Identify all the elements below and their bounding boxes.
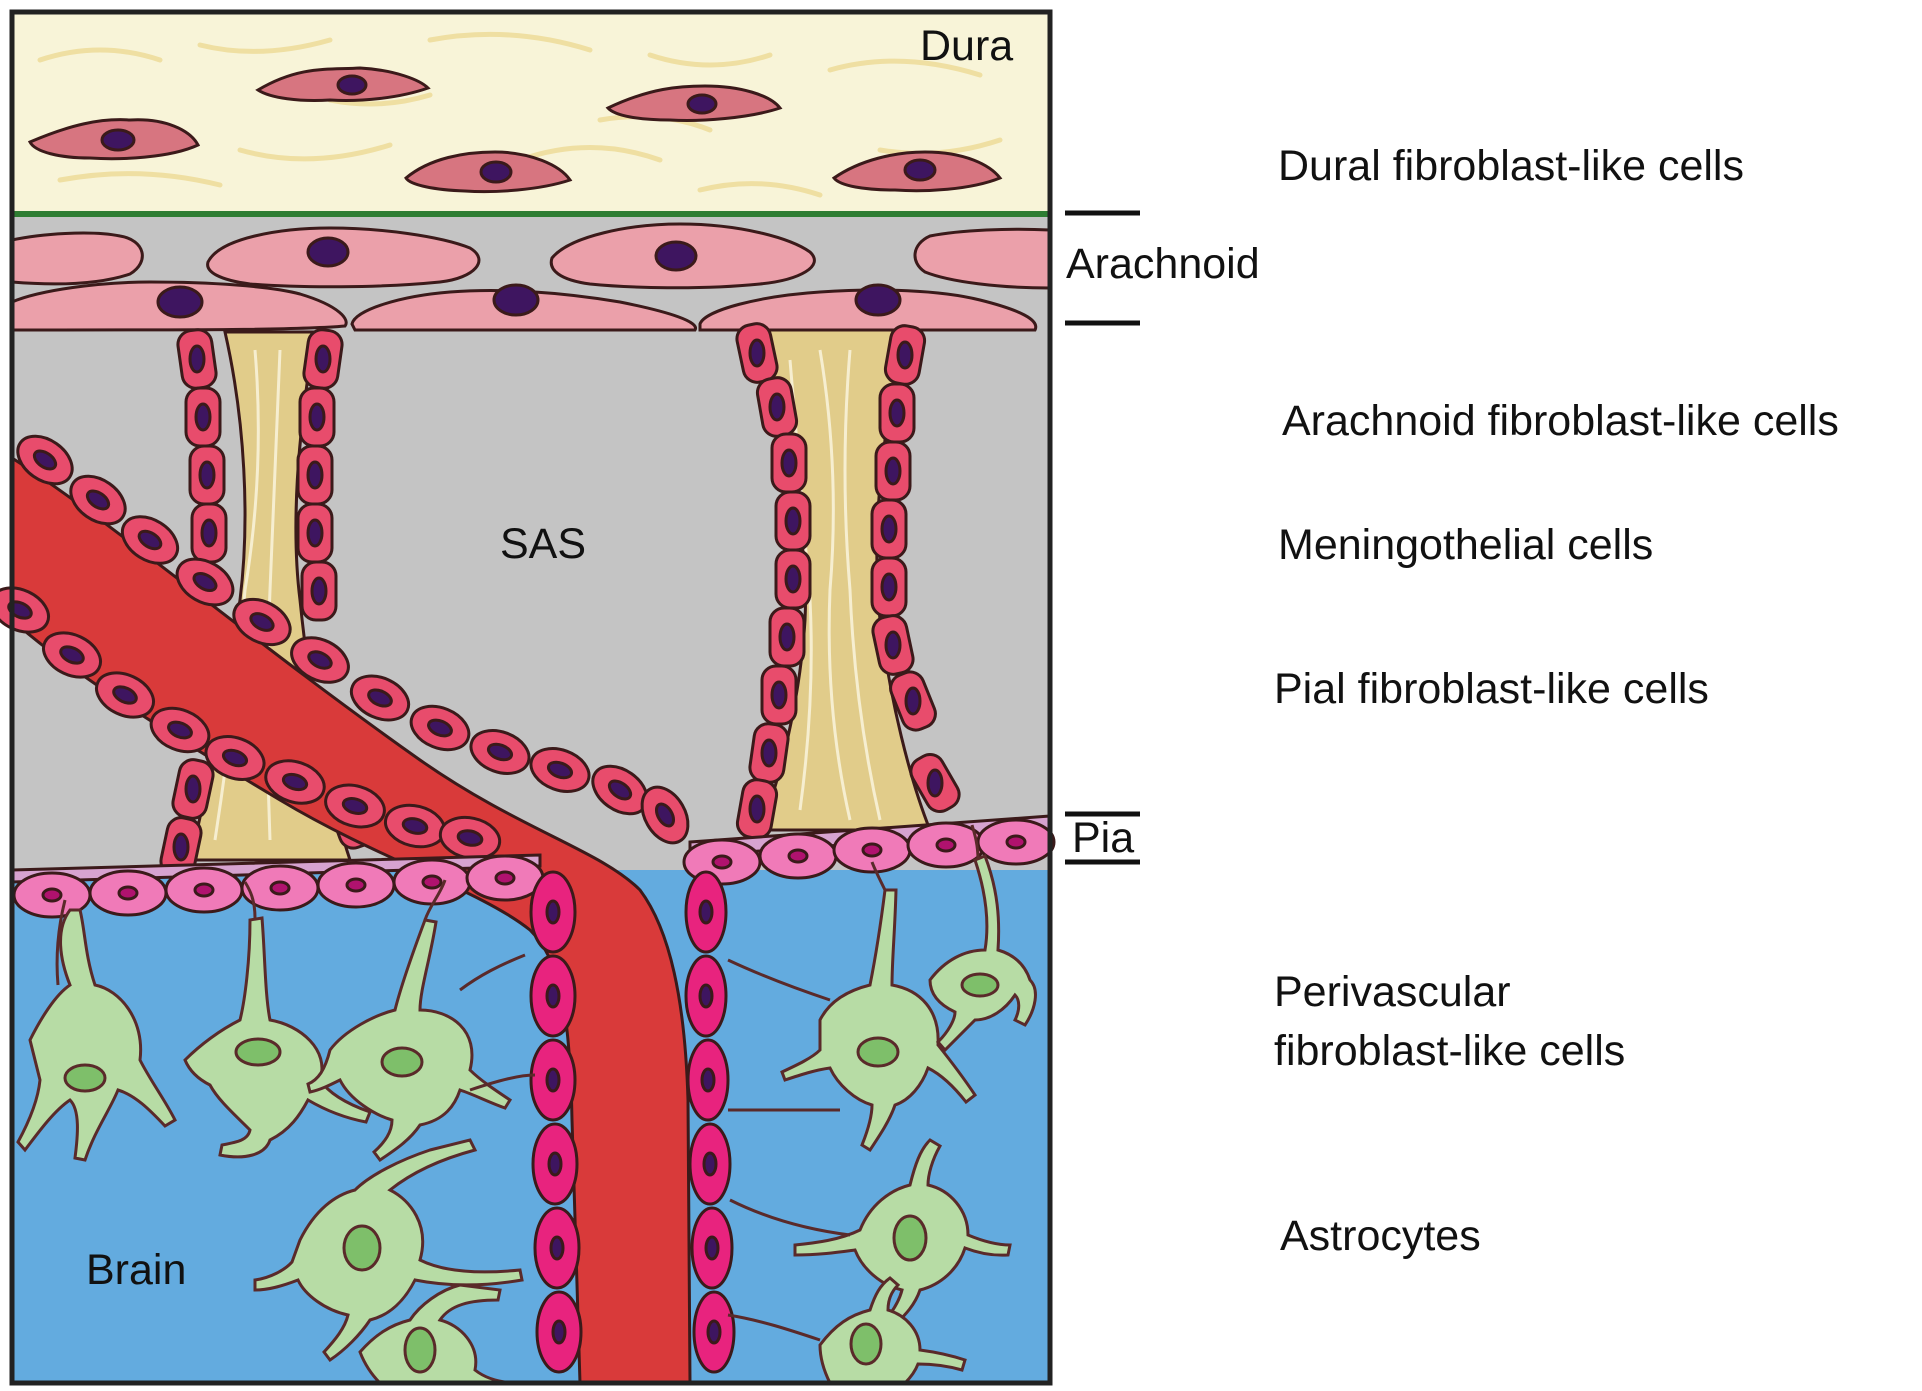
- dura-fibers: [37, 31, 1003, 198]
- dural-fibroblast-cells: [27, 66, 1003, 194]
- layer-markers: [1065, 210, 1140, 865]
- astrocyte: [928, 854, 1037, 1053]
- perivascular-column-left: [529, 870, 583, 1374]
- dural-fibroblast-cell: [831, 150, 1003, 193]
- legend-perivascular-line1: Perivascular: [1274, 968, 1511, 1016]
- label-sas: SAS: [500, 520, 587, 568]
- dural-fibroblast-cell: [255, 66, 431, 102]
- label-brain: Brain: [86, 1246, 187, 1294]
- meningothelial-cells: [159, 322, 961, 878]
- astrocyte: [183, 916, 372, 1159]
- astrocyte: [818, 1276, 967, 1385]
- arachnoid-cell: [913, 227, 1052, 290]
- dural-fibroblast-cell: [404, 150, 573, 194]
- label-pia: Pia: [1072, 814, 1135, 862]
- astrocyte: [253, 1138, 524, 1363]
- arachnoid-cell: [10, 231, 144, 286]
- vessel-meningothelial-cells: [0, 434, 690, 861]
- legend-meningothelial-cells: Meningothelial cells: [1278, 521, 1654, 569]
- meningothelial-column-left-a: [176, 328, 228, 564]
- astrocyte: [780, 888, 978, 1153]
- blood-vessel: [10, 455, 692, 1385]
- astrocyte: [793, 1138, 1012, 1328]
- perivascular-cells: [529, 870, 736, 1374]
- dural-fibroblast-cell: [605, 84, 783, 122]
- dural-fibroblast-cell: [27, 118, 201, 161]
- legend-dural-fibroblast-like-cells: Dural fibroblast-like cells: [1278, 142, 1744, 190]
- meningothelial-column-left-b: [296, 328, 344, 622]
- label-arachnoid: Arachnoid: [1066, 240, 1260, 288]
- arachnoid-cell-layer: [10, 222, 1052, 332]
- meningothelial-column-right-a: [735, 322, 812, 840]
- meningothelial-column-right-b: [870, 324, 961, 813]
- legend-pial-fibroblast-like-cells: Pial fibroblast-like cells: [1274, 665, 1709, 713]
- astrocytes: [16, 824, 1037, 1385]
- pial-cells: [12, 818, 1056, 919]
- diagram-frame: [9, 9, 1053, 1386]
- label-dura: Dura: [920, 22, 1014, 70]
- astrocyte: [306, 918, 513, 1163]
- legend-perivascular-line2: fibroblast-like cells: [1274, 1027, 1626, 1075]
- perivascular-column-right: [684, 870, 736, 1374]
- legend-arachnoid-fibroblast-like-cells: Arachnoid fibroblast-like cells: [1282, 397, 1839, 445]
- legend-astrocytes: Astrocytes: [1280, 1212, 1481, 1260]
- astrocyte: [16, 908, 177, 1162]
